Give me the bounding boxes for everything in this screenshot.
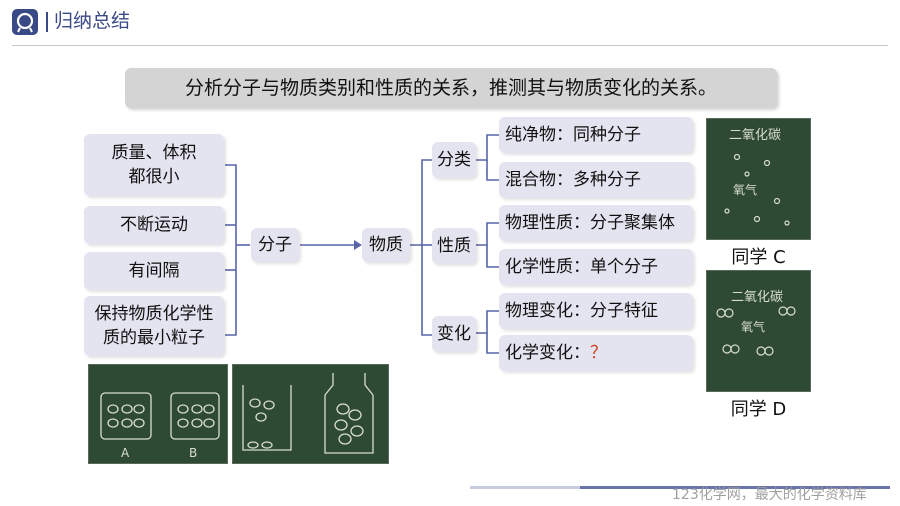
detail-physical-change: 物理变化：分子特征 (499, 293, 693, 329)
chalk-drawing: 二氧化碳 氧气 (724, 128, 790, 226)
blackboard-photo-containers (232, 364, 389, 464)
blackboard-photo-c: 二氧化碳 氧气 (706, 118, 811, 240)
atom-logo-icon (12, 9, 38, 35)
question-banner: 分析分子与物质类别和性质的关系，推测其与物质变化的关系。 (125, 68, 777, 108)
footer-watermark: 123化学网，最大的化学资料库 (672, 487, 867, 503)
property-spacing: 有间隔 (84, 252, 224, 290)
chalk-label: 氧气 (741, 319, 765, 334)
chalk-label: A (121, 446, 130, 460)
chalk-label: 氧气 (733, 182, 757, 197)
chalk-drawing (242, 373, 374, 454)
footer-bar (470, 486, 580, 489)
blackboard-photo-ab: A B (88, 364, 228, 464)
chemical-change-label: 化学变化： (505, 343, 590, 363)
detail-pure-substance: 纯净物：同种分子 (499, 117, 693, 153)
property-line: 保持物质化学性 (94, 304, 214, 324)
node-molecule: 分子 (251, 228, 299, 262)
chalk-drawing: A B (100, 392, 220, 460)
node-properties: 性质 (432, 228, 476, 264)
detail-chemical-change: 化学变化：？ (499, 335, 693, 371)
chalk-label: 二氧化碳 (729, 128, 781, 143)
property-line: 都很小 (128, 167, 180, 187)
chalk-label: 二氧化碳 (731, 290, 783, 305)
property-small-mass-volume: 质量、体积都很小 (84, 134, 224, 196)
question-mark: ？ (590, 343, 607, 363)
header-separator (46, 12, 48, 32)
chalk-drawing: 二氧化碳 氧气 (716, 290, 796, 356)
page-title: 归纳总结 (54, 10, 131, 32)
property-smallest-particle: 保持物质化学性质的最小粒子 (84, 296, 224, 356)
footer-bar (580, 486, 890, 489)
property-line: 质的最小粒子 (103, 328, 205, 348)
photo-c-caption: 同学 C (731, 247, 786, 268)
node-changes: 变化 (432, 316, 476, 352)
detail-chemical-property: 化学性质：单个分子 (499, 249, 693, 285)
chalk-label: B (189, 446, 197, 460)
detail-physical-property: 物理性质：分子聚集体 (499, 205, 693, 241)
detail-mixture: 混合物：多种分子 (499, 162, 693, 198)
photo-d-caption: 同学 D (730, 399, 787, 420)
node-classification: 分类 (432, 142, 476, 178)
header-divider (12, 45, 888, 46)
node-substance: 物质 (362, 228, 410, 262)
blackboard-photo-d: 二氧化碳 氧气 (706, 270, 811, 392)
property-line: 质量、体积 (111, 143, 197, 163)
property-constant-motion: 不断运动 (84, 206, 224, 244)
